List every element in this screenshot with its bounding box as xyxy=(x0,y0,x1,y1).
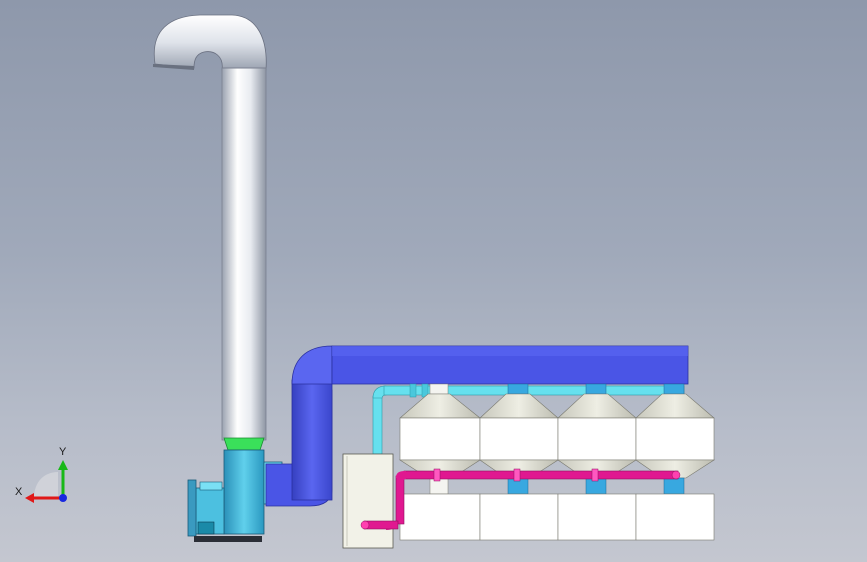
adsorber-outlet-4 xyxy=(663,477,685,495)
cooling-pipe-down xyxy=(372,395,383,455)
stack-elbow xyxy=(153,14,267,71)
hot-valve-1 xyxy=(433,468,441,482)
adsorber-inlet-3 xyxy=(585,383,607,395)
control-cabinet[interactable] xyxy=(342,453,394,549)
triad-x-label: X xyxy=(15,486,23,498)
duct-horizontal-shade xyxy=(332,346,688,356)
collector-box-2 xyxy=(479,493,559,541)
duct-upper-elbow xyxy=(291,345,333,385)
adsorber-1-top-hopper xyxy=(399,393,481,419)
main-duct[interactable] xyxy=(265,345,689,507)
duct-riser xyxy=(291,379,333,501)
hot-valve-3 xyxy=(591,468,599,482)
hot-pipe-inlet-cap xyxy=(360,520,370,530)
adsorber-3-body xyxy=(557,417,637,461)
hot-pipe-end-cap xyxy=(671,470,681,480)
collector-box-3 xyxy=(557,493,637,541)
cooling-valve-1 xyxy=(409,383,417,398)
hot-pipe-upper-elbow xyxy=(396,471,406,480)
adsorber-3-top-hopper xyxy=(557,393,637,419)
stack-outlet xyxy=(153,64,194,70)
fan-terminal-box xyxy=(197,521,215,535)
adsorber-1-body xyxy=(399,417,481,461)
axis-triad: X Y xyxy=(15,446,68,503)
triad-z-axis xyxy=(59,494,67,502)
adsorber-4-body xyxy=(635,417,715,461)
hot-air-pipe[interactable] xyxy=(360,468,681,530)
fan-motor-cap xyxy=(187,479,197,537)
adsorber-2-top-hopper xyxy=(479,393,559,419)
stack-pipe xyxy=(221,67,267,441)
triad-y-arrow xyxy=(58,460,68,470)
fan-bearing xyxy=(199,481,223,491)
fan-flange xyxy=(223,437,265,451)
cooling-pipe-header xyxy=(383,385,685,396)
adsorber-inlet-4 xyxy=(663,383,685,395)
adsorber-bank[interactable] xyxy=(398,383,716,541)
adsorber-inlet-2 xyxy=(507,383,529,395)
collector-box-4 xyxy=(635,493,715,541)
fan-base xyxy=(194,536,262,542)
cabinet-body xyxy=(342,453,394,549)
collector-box-1 xyxy=(399,493,481,541)
hot-valve-2 xyxy=(513,468,521,482)
triad-y-label: Y xyxy=(59,446,67,458)
fan-housing xyxy=(223,449,265,535)
exhaust-stack[interactable] xyxy=(153,14,267,441)
adsorber-inlet-1 xyxy=(429,383,449,395)
adsorber-2-body xyxy=(479,417,559,461)
hot-pipe-down xyxy=(395,475,405,525)
triad-x-arrow xyxy=(25,493,34,503)
triad-shadow xyxy=(34,472,58,498)
hot-pipe-header xyxy=(403,470,679,480)
centrifugal-fan[interactable] xyxy=(187,449,283,542)
adsorber-4-top-hopper xyxy=(635,393,715,419)
